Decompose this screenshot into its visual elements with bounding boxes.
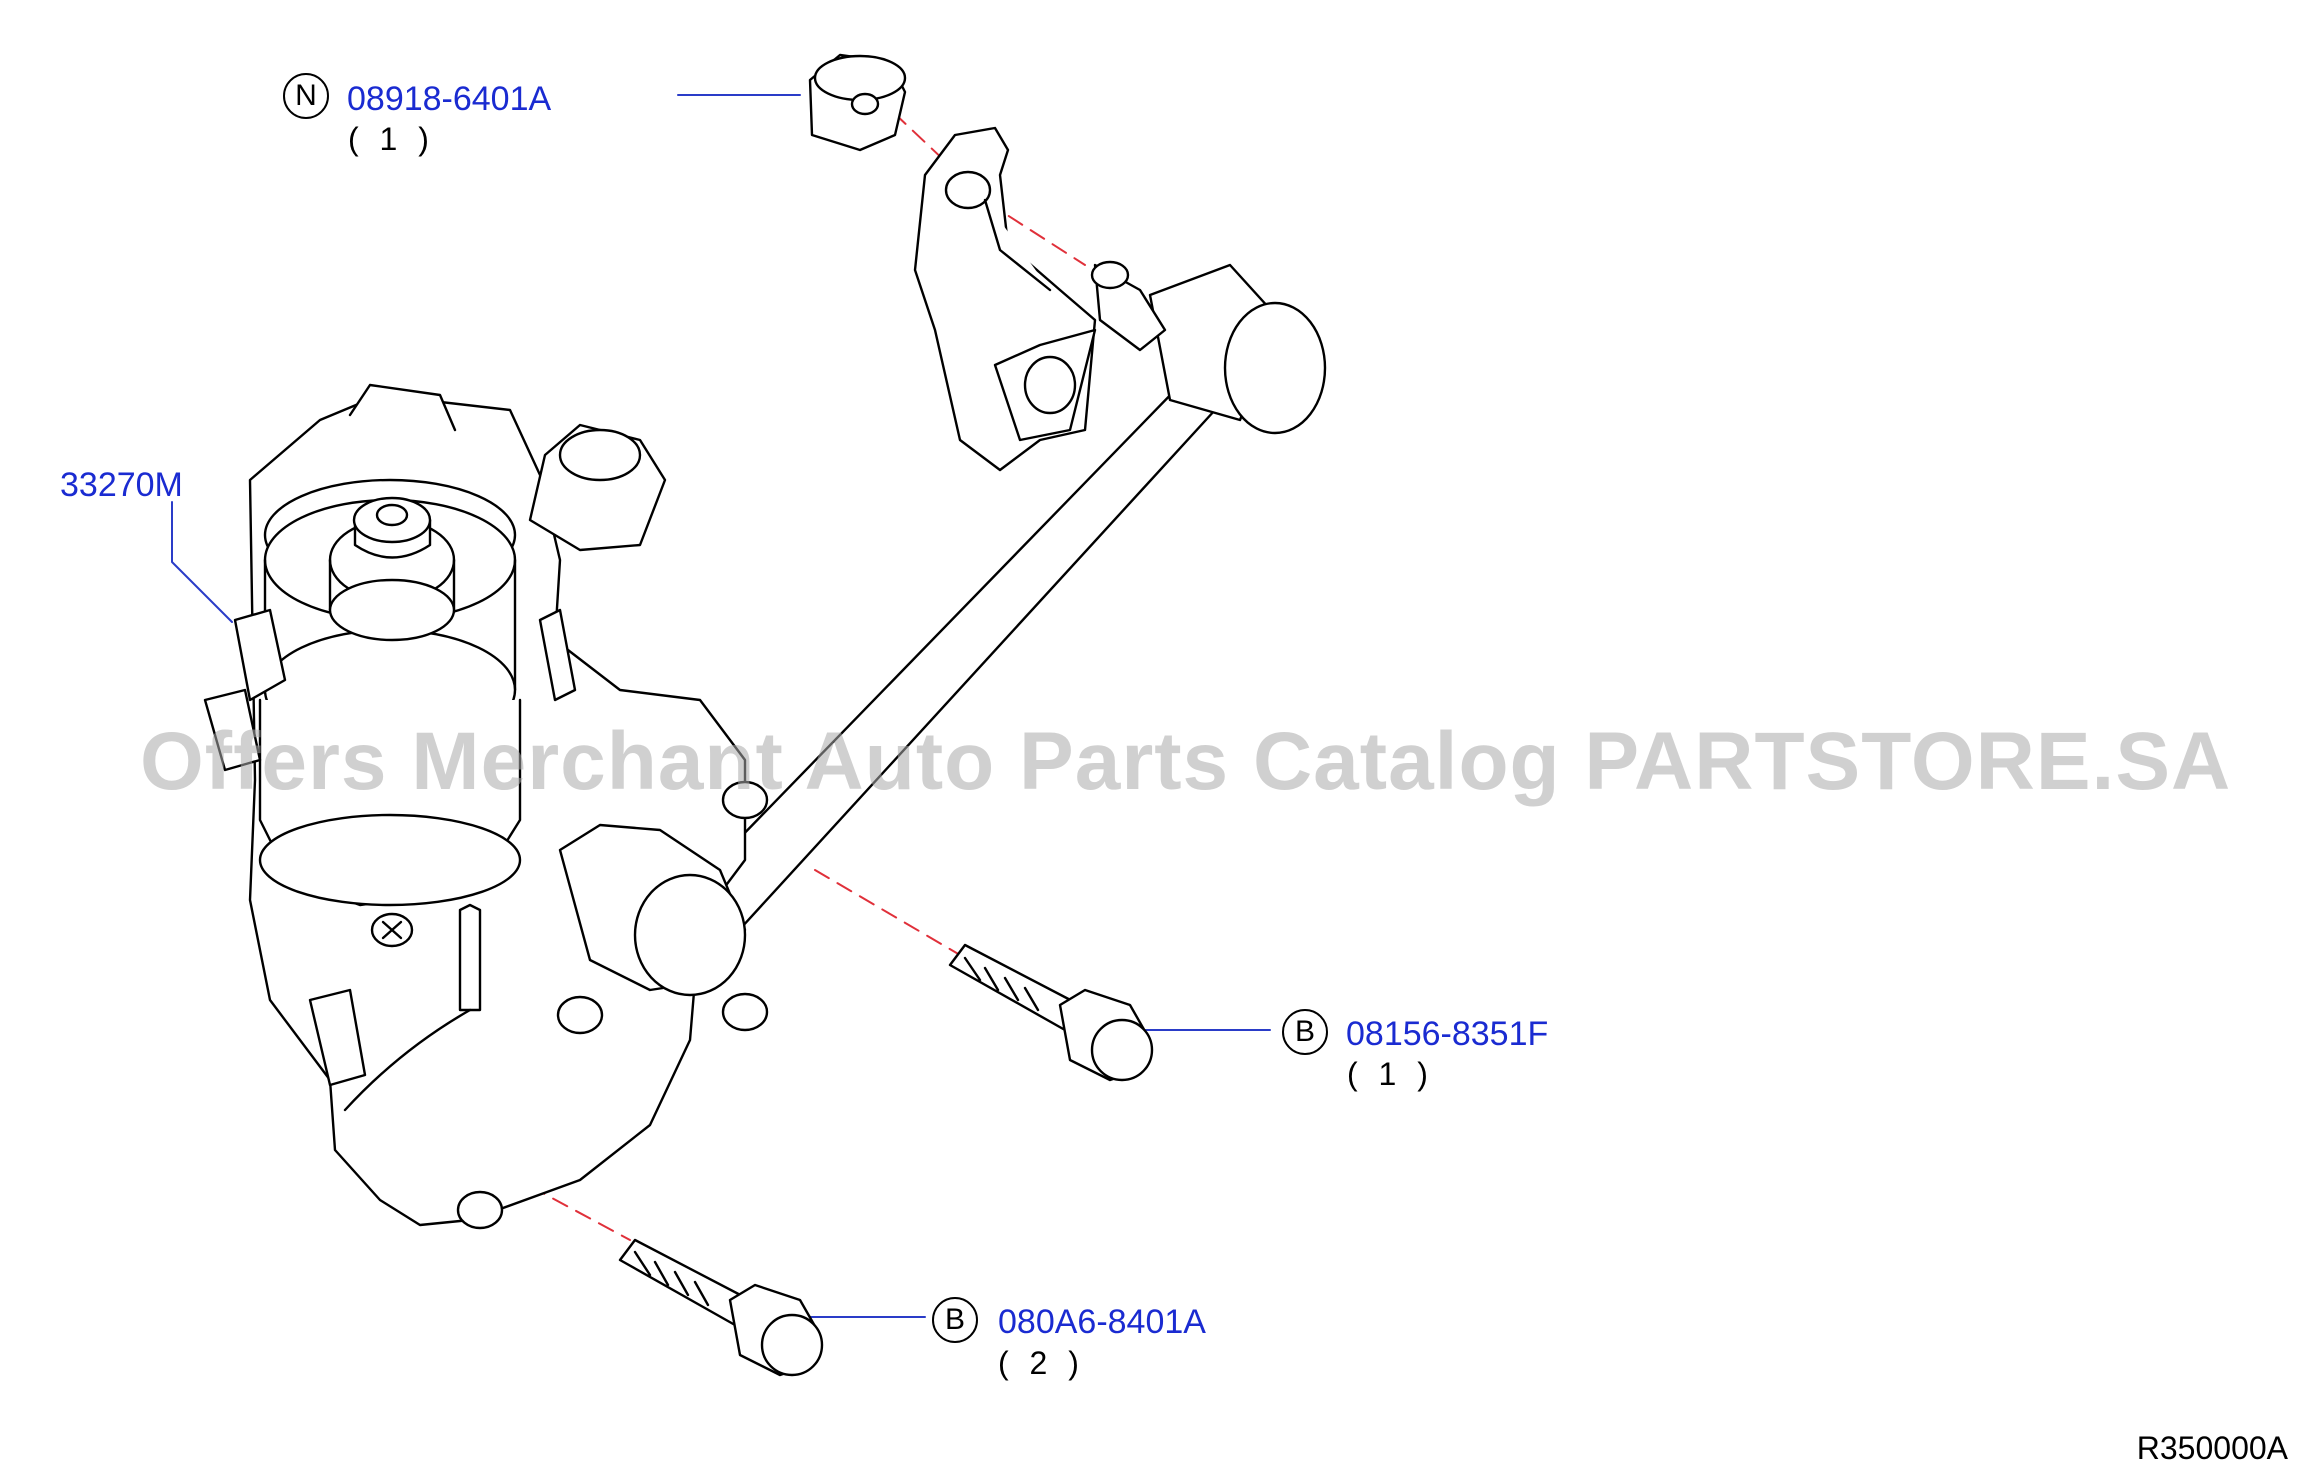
- bolt-080A6-8401A: [618, 1238, 824, 1377]
- link-rod: [663, 260, 1327, 942]
- mounting-bolt-heads: [456, 780, 769, 1230]
- symbol-n-badge: N: [283, 73, 329, 119]
- part-link-33270M[interactable]: 33270M: [60, 466, 183, 504]
- leader-lines: [171, 94, 1271, 1318]
- symbol-b-badge: B: [1282, 1009, 1328, 1055]
- diagram-code: R350000A: [2136, 1430, 2288, 1466]
- symbol-b-badge: B: [932, 1297, 978, 1343]
- nut-part: [808, 53, 907, 152]
- part-link-080A6-8401A[interactable]: 080A6-8401A: [998, 1303, 1206, 1341]
- quantity-08156-8351F: ( 1 ): [1347, 1056, 1434, 1092]
- leveling-motor-assembly: [203, 383, 769, 1230]
- bolt-08156-8351F: [948, 943, 1154, 1082]
- part-link-08918-6401A[interactable]: 08918-6401A: [347, 80, 552, 118]
- part-link-08156-8351F[interactable]: 08156-8351F: [1346, 1015, 1549, 1053]
- quantity-080A6-8401A: ( 2 ): [998, 1345, 1085, 1381]
- bracket-part: [913, 126, 1097, 472]
- quantity-08918-6401A: ( 1 ): [348, 121, 435, 157]
